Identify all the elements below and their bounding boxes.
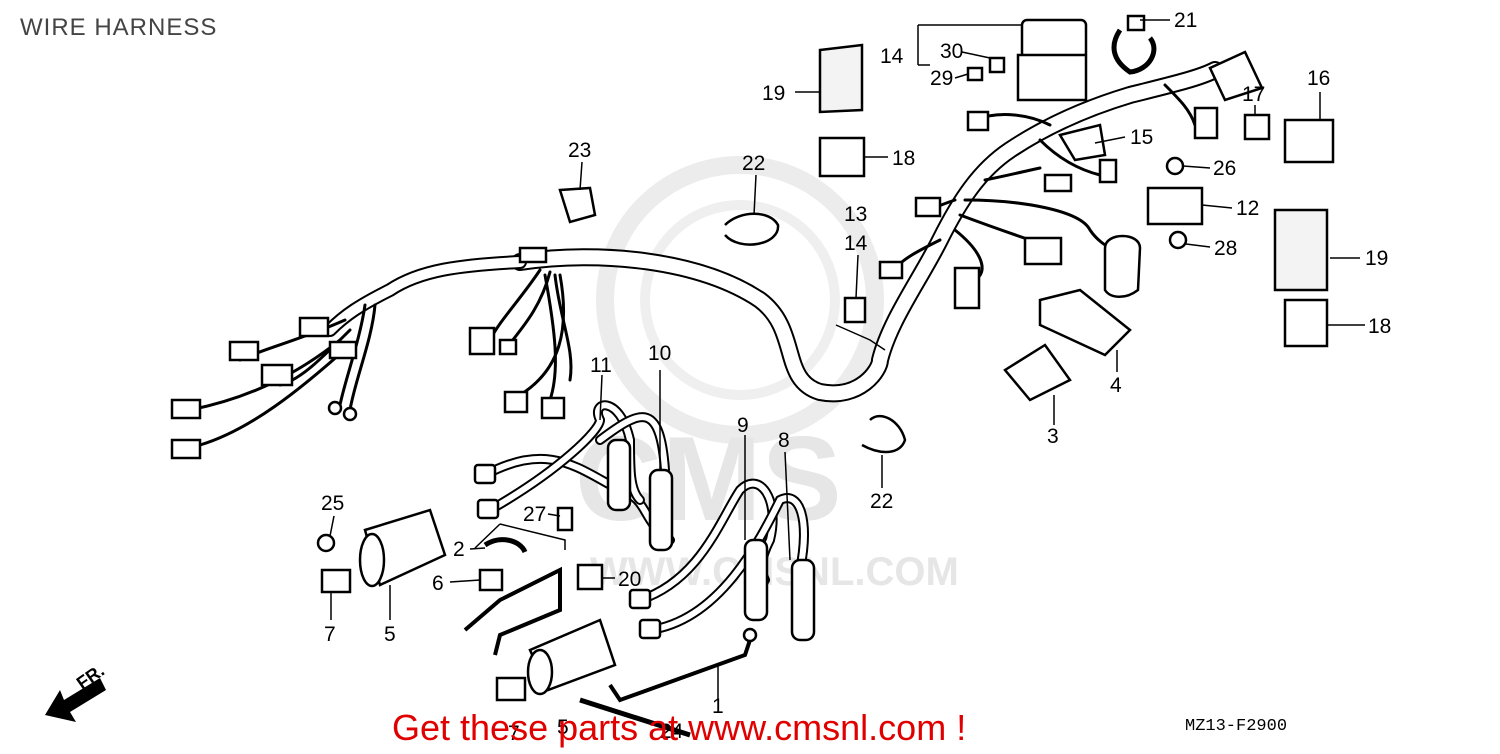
callout-24: 24 (660, 720, 684, 743)
callout-10: 10 (648, 342, 671, 365)
callout-30: 30 (940, 40, 963, 63)
callout-9: 9 (737, 414, 749, 437)
main-harness (188, 61, 1224, 447)
callout-7: 7 (324, 623, 336, 646)
callout-27: 27 (523, 503, 546, 526)
leader-lines (329, 19, 1365, 700)
resistor-16 (1208, 50, 1335, 164)
callout-25: 25 (321, 492, 344, 515)
callout-6: 6 (432, 572, 444, 595)
callout-15: 15 (1130, 126, 1153, 149)
callout-3: 3 (1047, 425, 1059, 448)
callout-19: 19 (762, 82, 785, 105)
front-arrow: FR. (45, 660, 108, 722)
callout-19b: 19 (1365, 247, 1388, 270)
callout-1: 1 (712, 695, 724, 718)
callout-11: 11 (590, 354, 612, 377)
fuse-box-14 (966, 18, 1088, 102)
callout-28: 28 (1214, 237, 1237, 260)
callout-14b: 14 (844, 232, 868, 255)
callout-2: 2 (453, 538, 465, 561)
callout-29: 29 (930, 67, 953, 90)
callout-17: 17 (1242, 83, 1265, 106)
promo-banner[interactable]: Get these parts at www.cmsnl.com ! (392, 707, 967, 748)
callout-18b: 18 (1368, 315, 1391, 338)
clamp-21 (1111, 14, 1157, 75)
callout-labels: 21 14 30 29 19 16 17 15 23 18 26 22 12 1… (321, 9, 1391, 745)
callout-22b: 22 (870, 490, 893, 513)
callout-21: 21 (1174, 9, 1197, 32)
misc-parts (558, 123, 1204, 454)
callout-14: 14 (880, 45, 904, 68)
callout-5: 5 (384, 623, 396, 646)
callout-22: 22 (742, 152, 765, 175)
ignition-coils (316, 508, 617, 702)
bracket-6 (463, 506, 604, 656)
ground-cable-1 (579, 627, 758, 738)
callout-4: 4 (1110, 374, 1122, 397)
callout-5b: 5 (557, 716, 569, 739)
callout-23: 23 (568, 139, 591, 162)
callout-20: 20 (618, 568, 641, 591)
relay-group-left (818, 43, 1329, 348)
callout-16: 16 (1307, 67, 1330, 90)
diagram-title: WIRE HARNESS (20, 14, 218, 41)
diagram-code: MZ13-F2900 (1185, 717, 1288, 736)
callout-12: 12 (1236, 197, 1259, 220)
plug-caps (473, 438, 816, 642)
callout-26: 26 (1213, 157, 1236, 180)
callout-18: 18 (892, 147, 915, 170)
callout-13: 13 (844, 203, 867, 226)
harness-connectors (170, 106, 1219, 460)
callout-7b: 7 (508, 722, 520, 745)
watermark-url-text: WWW.CMSNL.COM (590, 550, 959, 594)
callout-8: 8 (778, 429, 790, 452)
